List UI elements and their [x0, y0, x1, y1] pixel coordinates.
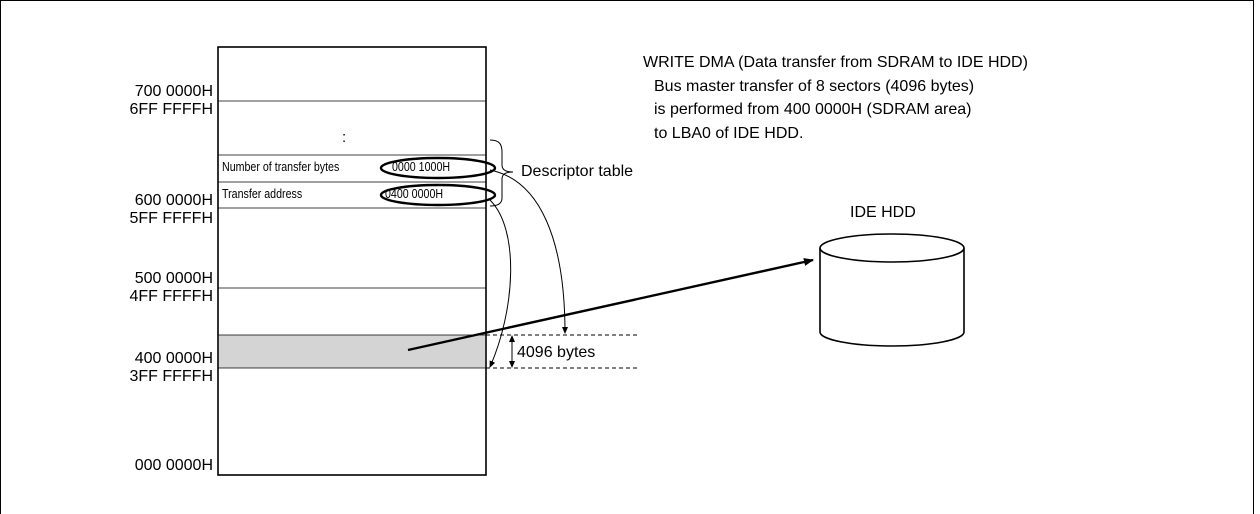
description-line-4: to LBA0 of IDE HDD.	[654, 125, 804, 142]
address-6ff-ffff: 6FF FFFFH	[129, 101, 213, 118]
address-700-0000: 700 0000H	[134, 83, 213, 100]
description-line-3: is performed from 400 0000H (SDRAM area)	[654, 101, 972, 118]
address-value-ellipse	[379, 183, 497, 207]
address-pointer-curve	[489, 199, 512, 368]
transfer-address-label: Transfer address	[222, 186, 303, 201]
bytes-value-ellipse	[379, 156, 497, 180]
memory-ellipsis: :	[342, 129, 347, 146]
address-400-0000: 400 0000H	[134, 350, 213, 367]
transfer-area-shading	[219, 335, 485, 368]
hdd-cylinder	[819, 233, 965, 347]
transfer-arrow	[407, 258, 814, 352]
transfer-address-value: 0400 0000H	[385, 186, 444, 201]
address-5ff-ffff: 5FF FFFFH	[129, 210, 213, 227]
address-3ff-ffff: 3FF FFFFH	[129, 368, 213, 385]
hdd-label: IDE HDD	[850, 204, 916, 221]
address-600-0000: 600 0000H	[134, 192, 213, 209]
descriptor-table-label: Descriptor table	[521, 163, 634, 180]
size-4096-bytes-label: 4096 bytes	[517, 344, 596, 361]
descriptor-brace	[489, 139, 514, 207]
transfer-bytes-value: 0000 1000H	[392, 159, 451, 174]
address-500-0000: 500 0000H	[134, 270, 213, 287]
transfer-bytes-label: Number of transfer bytes	[222, 159, 340, 174]
address-4ff-ffff: 4FF FFFFH	[129, 288, 213, 305]
address-000-0000: 000 0000H	[134, 457, 213, 474]
memory-map-block	[217, 46, 487, 476]
description-line-2: Bus master transfer of 8 sectors (4096 b…	[654, 78, 975, 95]
size-pointer-curve	[489, 169, 568, 334]
description-title: WRITE DMA (Data transfer from SDRAM to I…	[643, 54, 1028, 71]
